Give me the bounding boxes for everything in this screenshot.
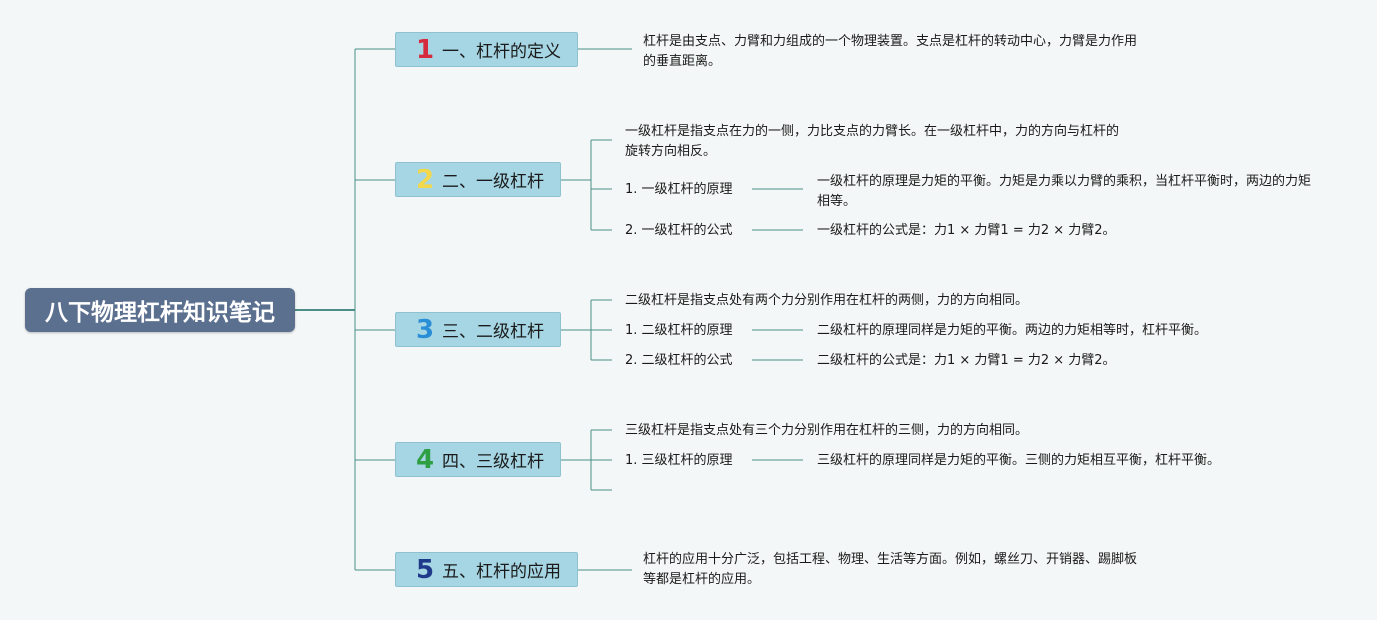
number-4-icon: 4 [415, 444, 435, 475]
branch-3-sub-2-label[interactable]: 2. 二级杠杆的公式 [625, 353, 733, 368]
branch-3-sub-1-detail: 二级杠杆的原理同样是力矩的平衡。两边的力矩相等时，杠杆平衡。 [817, 323, 1208, 338]
branch-3-second-class-lever[interactable]: 3 三、二级杠杆 [395, 312, 561, 347]
root-node[interactable]: 八下物理杠杆知识笔记 [25, 288, 295, 332]
branch-2-sub-1-label[interactable]: 1. 一级杠杆的原理 [625, 182, 733, 197]
branch-label: 五、杠杆的应用 [442, 562, 561, 582]
branch-4-sub-1-label[interactable]: 1. 三级杠杆的原理 [625, 453, 733, 468]
number-3-icon: 3 [415, 314, 435, 345]
branch-label: 一、杠杆的定义 [442, 42, 561, 62]
branch-2-sub-1-detail: 一级杠杆的原理是力矩的平衡。力矩是力乘以力臂的乘积，当杠杆平衡时，两边的力矩相等… [817, 174, 1312, 209]
number-2-icon: 2 [415, 164, 435, 195]
branch-4-description: 三级杠杆是指支点处有三个力分别作用在杠杆的三侧，力的方向相同。 [625, 423, 1029, 438]
branch-label: 二、一级杠杆 [442, 172, 544, 192]
branch-5-description: 杠杆的应用十分广泛，包括工程、物理、生活等方面。例如，螺丝刀、开销器、踢脚板等都… [643, 552, 1138, 587]
branch-label: 三、二级杠杆 [442, 322, 544, 342]
branch-1-definition[interactable]: 1 一、杠杆的定义 [395, 32, 578, 67]
branch-2-description: 一级杠杆是指支点在力的一侧，力比支点的力臂长。在一级杠杆中，力的方向与杠杆的旋转… [625, 124, 1120, 159]
branch-3-sub-1-label[interactable]: 1. 二级杠杆的原理 [625, 323, 733, 338]
branch-2-first-class-lever[interactable]: 2 二、一级杠杆 [395, 162, 561, 197]
branch-5-applications[interactable]: 5 五、杠杆的应用 [395, 552, 578, 587]
branch-1-description: 杠杆是由支点、力臂和力组成的一个物理装置。支点是杠杆的转动中心，力臂是力作用的垂… [643, 34, 1138, 69]
branch-label: 四、三级杠杆 [442, 452, 544, 472]
branch-4-third-class-lever[interactable]: 4 四、三级杠杆 [395, 442, 561, 477]
branch-2-sub-2-label[interactable]: 2. 一级杠杆的公式 [625, 223, 733, 238]
number-5-icon: 5 [415, 554, 435, 585]
branch-3-description: 二级杠杆是指支点处有两个力分别作用在杠杆的两侧，力的方向相同。 [625, 293, 1029, 308]
branch-4-sub-1-detail: 三级杠杆的原理同样是力矩的平衡。三侧的力矩相互平衡，杠杆平衡。 [817, 453, 1221, 468]
branch-2-sub-2-detail: 一级杠杆的公式是：力1 × 力臂1 = 力2 × 力臂2。 [817, 223, 1116, 238]
branch-3-sub-2-detail: 二级杠杆的公式是：力1 × 力臂1 = 力2 × 力臂2。 [817, 353, 1116, 368]
number-1-icon: 1 [415, 34, 435, 65]
